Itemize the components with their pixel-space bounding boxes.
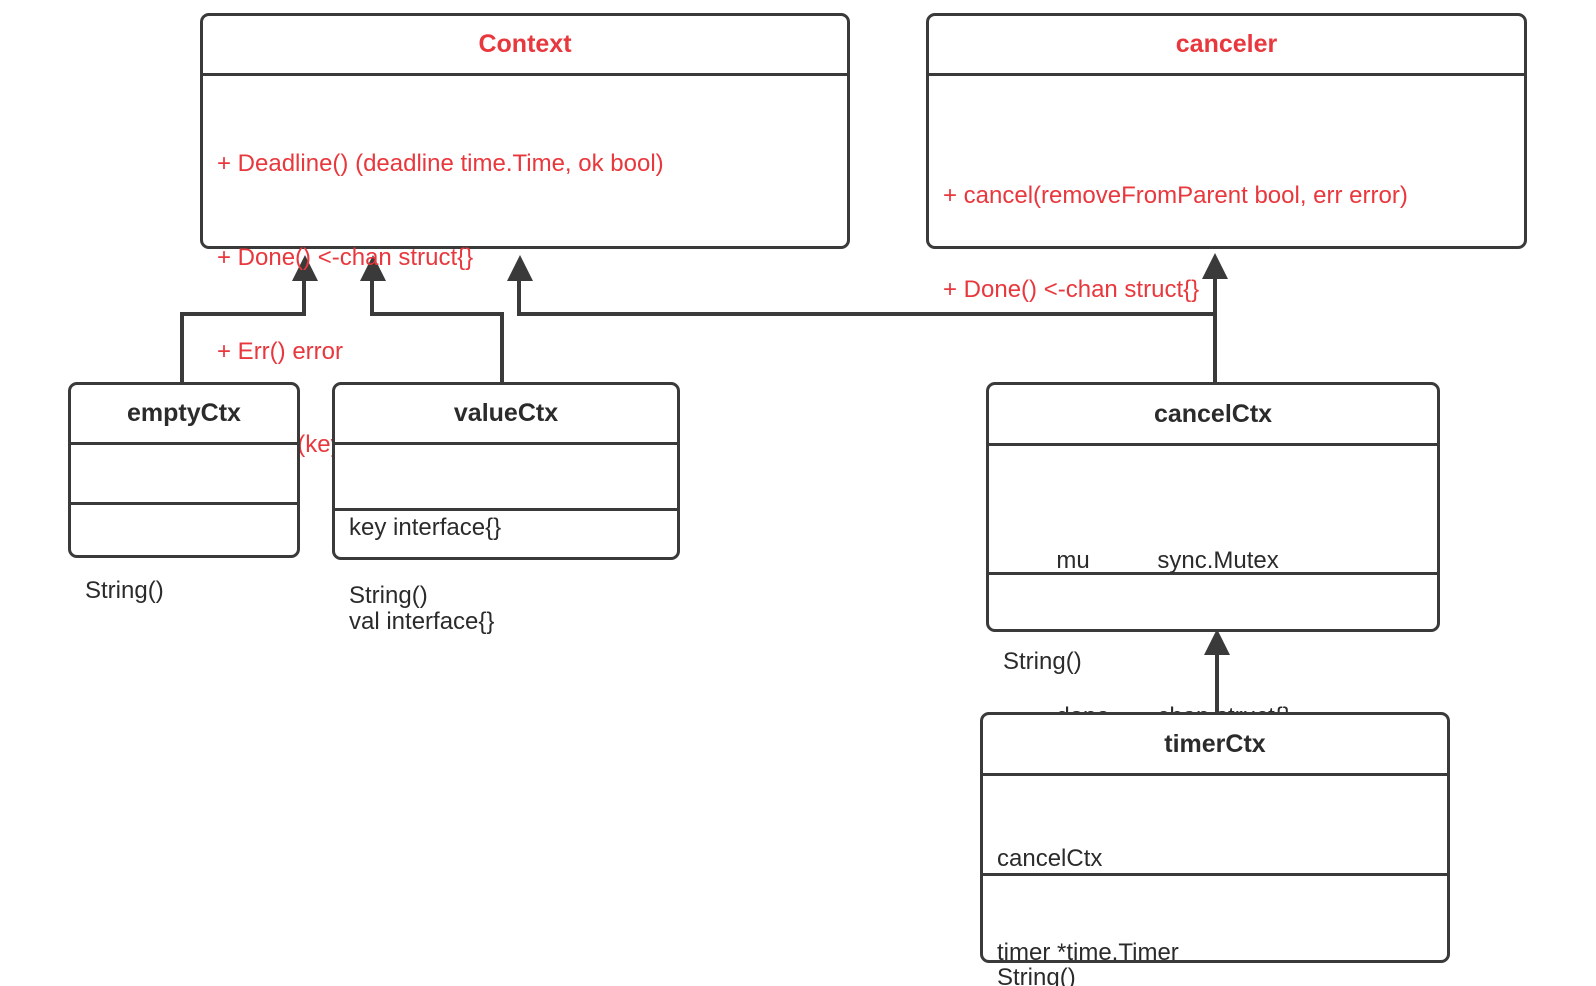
- line-emptyctx-vert-lower: [180, 312, 184, 384]
- arrowhead-timerctx-to-cancelctx: [1204, 629, 1230, 655]
- field-row: timer *time.Timer: [997, 938, 1179, 966]
- line-cancelctx-to-canceler-vert: [1213, 279, 1217, 384]
- method-row: String(): [349, 582, 428, 610]
- line-valuectx-horiz: [370, 312, 504, 316]
- arrowhead-cancelctx-to-context: [507, 255, 533, 281]
- field-row: cancelCtx: [997, 845, 1103, 873]
- class-box-emptyctx[interactable]: emptyCtx String(): [68, 382, 300, 604]
- class-methods-valuectx: String(): [335, 508, 677, 609]
- line-cancelctx-to-context-horiz: [517, 312, 1217, 316]
- field-type: sync.Mutex: [1157, 546, 1279, 574]
- method-row: + Done() <-chan struct{}: [943, 275, 1200, 303]
- field-row: val interface{}: [349, 607, 495, 635]
- class-box-canceler[interactable]: canceler + cancel(removeFromParent bool,…: [926, 13, 1527, 303]
- class-methods-cancelctx: String(): [989, 572, 1437, 675]
- class-title-canceler: canceler: [1175, 30, 1278, 58]
- method-row: + Deadline() (deadline time.Time, ok boo…: [217, 150, 664, 178]
- arrowhead-emptyctx-to-context: [292, 255, 318, 281]
- class-title-cancelctx: cancelCtx: [1153, 399, 1273, 428]
- line-emptyctx-vert-upper: [302, 281, 306, 316]
- class-methods-timerctx: String(): [983, 873, 1447, 986]
- method-row: + Done() <-chan struct{}: [217, 243, 474, 271]
- class-box-timerctx[interactable]: timerCtx cancelCtx timer *time.Timer dea…: [980, 712, 1450, 986]
- line-valuectx-vert-lower: [500, 312, 504, 384]
- class-methods-emptyctx: String(): [71, 502, 297, 604]
- class-fields-timerctx: cancelCtx timer *time.Timer deadline tim…: [983, 773, 1447, 966]
- method-row: String(): [85, 577, 164, 605]
- field-name: mu: [1056, 546, 1090, 574]
- class-methods-context: + Deadline() (deadline time.Time, ok boo…: [203, 73, 847, 458]
- arrowhead-cancelctx-to-canceler: [1202, 253, 1228, 279]
- field-row: mu sync.Mutex: [1003, 513, 1425, 607]
- class-title-context: Context: [478, 30, 572, 58]
- method-row: + Err() error: [217, 337, 343, 365]
- class-box-valuectx[interactable]: valueCtx key interface{} val interface{}…: [332, 382, 680, 635]
- field-row: key interface{}: [349, 514, 502, 542]
- arrowhead-valuectx-to-context: [360, 255, 386, 281]
- line-cancelctx-to-context-vert: [517, 281, 521, 316]
- method-row: String(): [1003, 648, 1082, 676]
- class-fields-valuectx: key interface{} val interface{}: [335, 442, 677, 635]
- class-title-valuectx: valueCtx: [453, 399, 559, 427]
- class-methods-canceler: + cancel(removeFromParent bool, err erro…: [929, 73, 1524, 303]
- line-emptyctx-horiz: [180, 312, 306, 316]
- method-row: String(): [997, 964, 1076, 986]
- class-box-context[interactable]: Context + Deadline() (deadline time.Time…: [200, 13, 850, 458]
- class-title-emptyctx: emptyCtx: [127, 399, 241, 427]
- class-fields-emptyctx: [71, 442, 297, 502]
- class-title-timerctx: timerCtx: [1164, 729, 1266, 758]
- method-row: + cancel(removeFromParent bool, err erro…: [943, 182, 1408, 210]
- line-timerctx-to-cancelctx-vert: [1215, 655, 1219, 715]
- line-valuectx-vert-upper: [370, 281, 374, 316]
